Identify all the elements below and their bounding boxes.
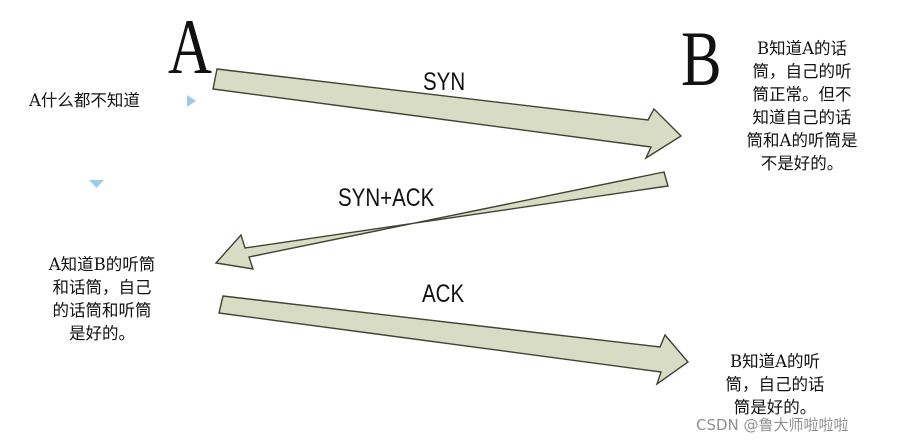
- note-line: 不是好的。: [760, 154, 844, 173]
- syn-label: SYN: [423, 68, 466, 96]
- syn-ack-label: SYN+ACK: [338, 184, 435, 212]
- note-line: A知道B的听筒: [48, 255, 156, 274]
- note-line: B知道A的话: [756, 39, 848, 58]
- note-line: 筒正常。但不: [752, 85, 852, 104]
- b-after-ack-note: B知道A的听 筒，自己的话 筒是好的。: [700, 350, 850, 419]
- note-line: 知道自己的话: [752, 108, 852, 127]
- watermark: CSDN @鲁大师啦啦啦: [696, 416, 849, 434]
- note-line: 是好的。: [69, 324, 135, 343]
- down-triangle-marker: [89, 180, 104, 188]
- note-line: 筒和A的听筒是: [746, 131, 858, 150]
- note-line: 筒，自己的话: [725, 375, 825, 394]
- a-after-synack-note: A知道B的听筒 和话筒，自己 的话筒和听筒 是好的。: [22, 253, 182, 345]
- right-triangle-marker: [187, 95, 196, 107]
- ack-label: ACK: [422, 280, 465, 308]
- b-after-syn-note: B知道A的话 筒，自己的听 筒正常。但不 知道自己的话 筒和A的听筒是 不是好的…: [722, 37, 882, 175]
- note-line: 筒，自己的听: [752, 62, 852, 81]
- syn-ack-arrow: [214, 171, 669, 270]
- syn-arrow: [212, 68, 683, 160]
- ack-arrow: [218, 295, 690, 386]
- a-initial-note: A什么都不知道: [29, 91, 140, 110]
- note-line: B知道A的听: [729, 352, 821, 371]
- note-line: 筒是好的。: [733, 398, 817, 417]
- note-line: 的话筒和听筒: [52, 301, 152, 320]
- node-b-label: B: [681, 15, 722, 102]
- node-a-label: A: [168, 3, 212, 90]
- note-line: 和话筒，自己: [52, 278, 152, 297]
